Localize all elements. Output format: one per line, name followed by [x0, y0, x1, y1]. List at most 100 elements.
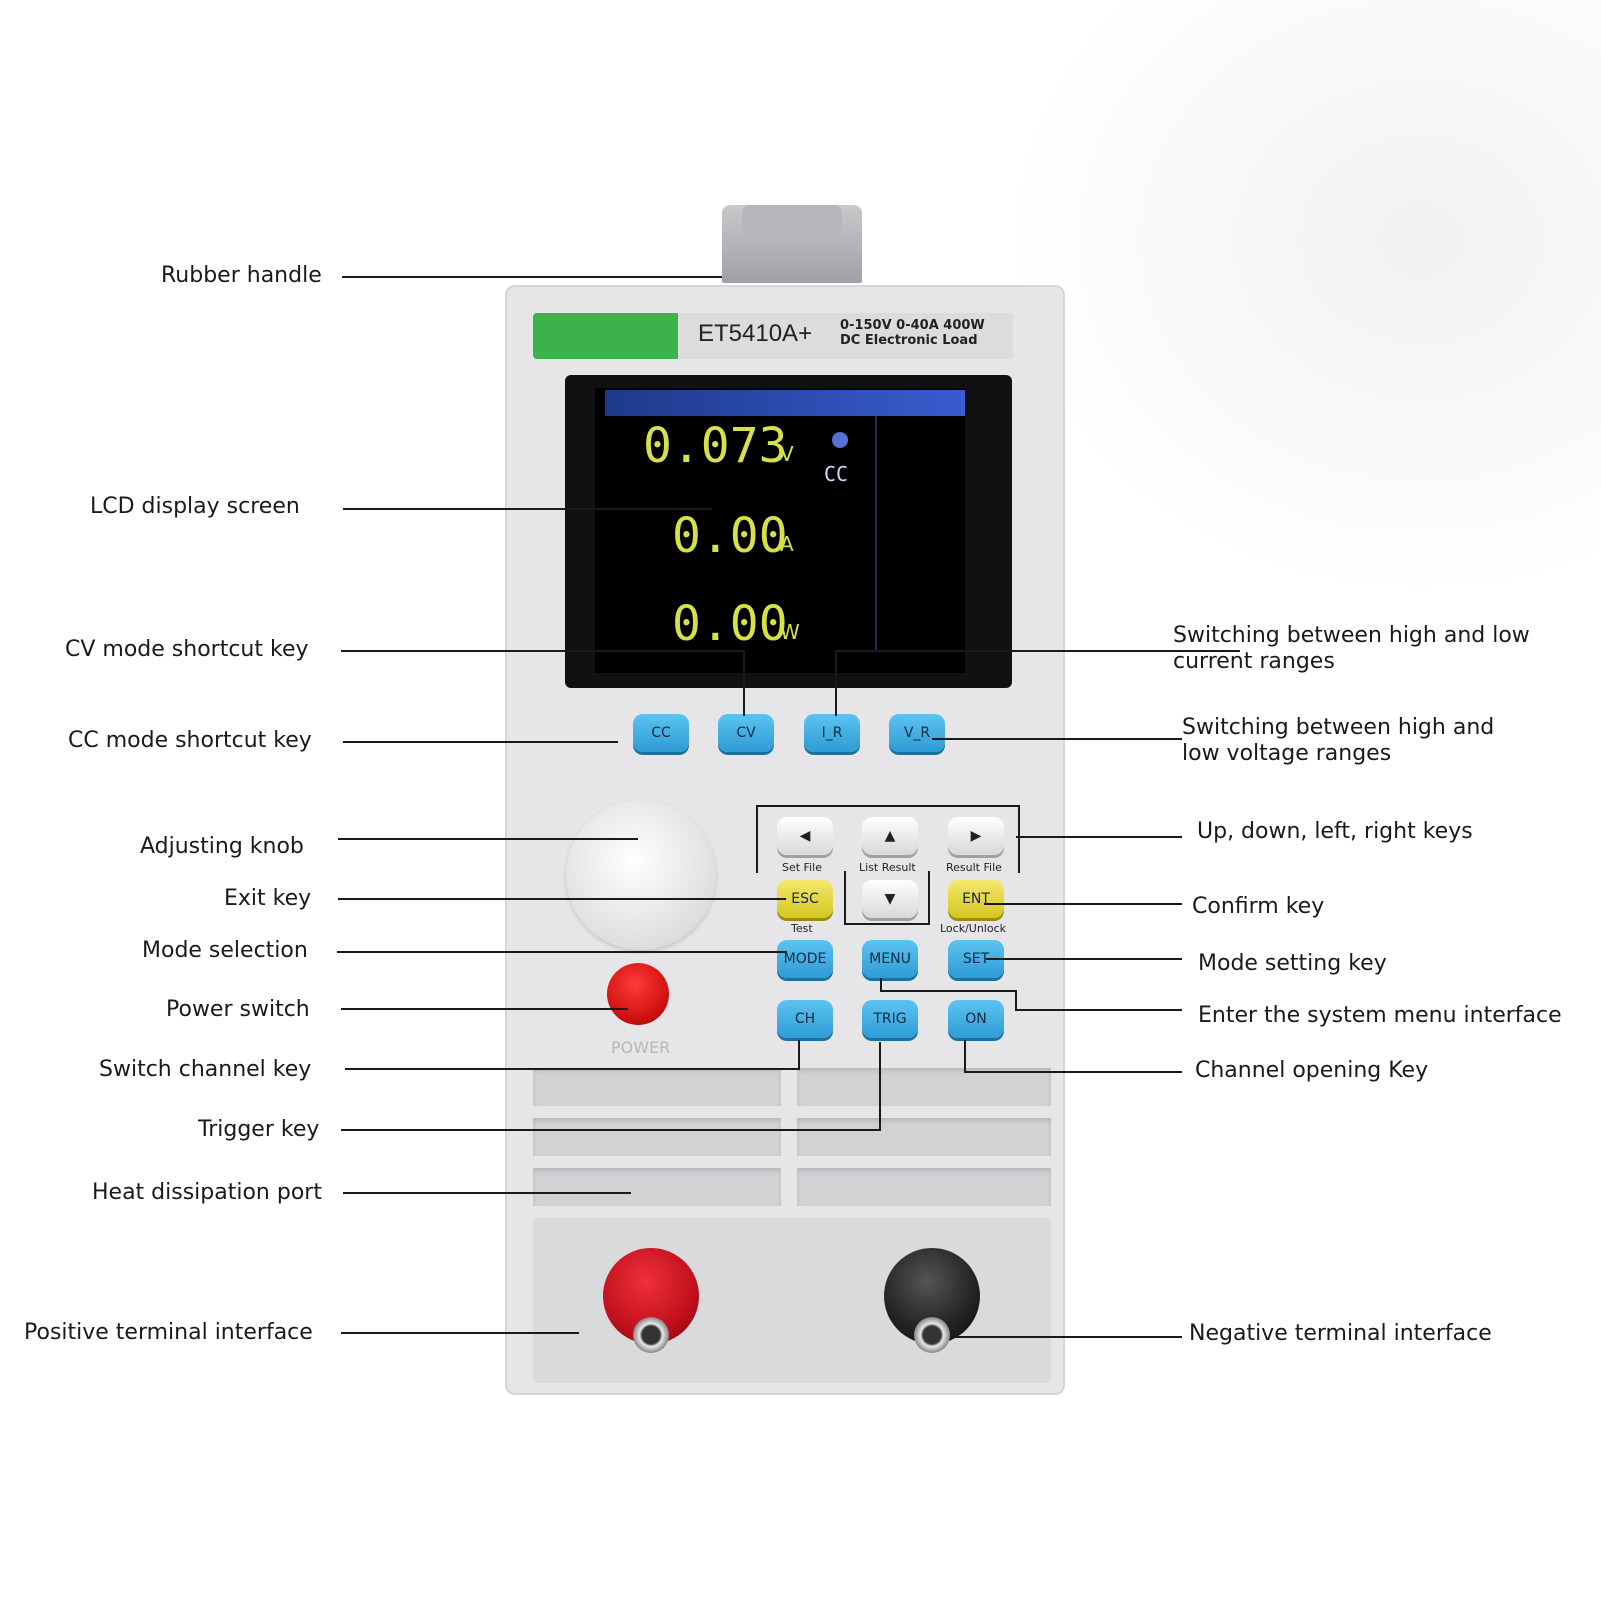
- leader-line: [345, 1068, 799, 1070]
- current-unit: A: [780, 532, 794, 556]
- voltage-reading: 0.073: [643, 418, 788, 474]
- label-heat-port: Heat dissipation port: [92, 1180, 322, 1205]
- label-negative-terminal: Negative terminal interface: [1189, 1321, 1492, 1346]
- leader-line: [343, 508, 712, 510]
- leader-line: [342, 276, 722, 278]
- label-arrow-keys: Up, down, left, right keys: [1197, 819, 1473, 844]
- ent-button[interactable]: ENT: [948, 880, 1004, 918]
- spec-text: 0-150V 0-40A 400W DC Electronic Load: [840, 318, 985, 348]
- vent-slot: [533, 1168, 781, 1206]
- down-arrow-button[interactable]: ▼: [862, 880, 918, 918]
- label-mode-selection: Mode selection: [142, 938, 308, 963]
- label-channel-opening: Channel opening Key: [1195, 1058, 1429, 1083]
- spec-line-2: DC Electronic Load: [840, 333, 978, 348]
- vent-slot: [797, 1068, 1051, 1106]
- current-reading: 0.00: [672, 508, 788, 564]
- caption-test: Test: [791, 922, 813, 935]
- leader-line: [955, 1336, 1182, 1338]
- label-system-menu: Enter the system menu interface: [1198, 1003, 1562, 1028]
- label-adjusting-knob: Adjusting knob: [140, 834, 304, 859]
- lcd-title-bar: [605, 390, 965, 416]
- leader-line: [880, 978, 882, 992]
- caption-list-result: List Result: [859, 861, 916, 874]
- leader-line: [986, 958, 1182, 960]
- leader-line: [984, 903, 1182, 905]
- label-confirm-key: Confirm key: [1192, 894, 1325, 919]
- on-button[interactable]: ON: [948, 1000, 1004, 1038]
- label-cc-key: CC mode shortcut key: [68, 728, 312, 753]
- label-rubber-handle: Rubber handle: [161, 263, 322, 288]
- leader-line: [1016, 836, 1182, 838]
- mode-button[interactable]: MODE: [777, 940, 833, 978]
- power-label: POWER: [611, 1038, 671, 1057]
- label-current-ranges-line1: Switching between high and low: [1173, 623, 1530, 648]
- leader-line: [964, 1071, 1182, 1073]
- label-voltage-ranges: Switching between high and low voltage r…: [1182, 715, 1494, 767]
- vent-slot: [533, 1068, 781, 1106]
- caption-lock-unlock: Lock/Unlock: [940, 922, 1007, 935]
- label-current-ranges: Switching between high and low current r…: [1173, 623, 1530, 675]
- power-switch-button[interactable]: [607, 963, 669, 1025]
- arrow-keys-bracket: [756, 805, 1020, 873]
- up-arrow-button[interactable]: ▲: [862, 817, 918, 855]
- v-r-button[interactable]: V_R: [889, 714, 945, 752]
- leader-line: [338, 838, 638, 840]
- label-trigger-key: Trigger key: [198, 1117, 320, 1142]
- down-key-bracket: [844, 871, 930, 925]
- leader-line: [343, 741, 618, 743]
- leader-line: [880, 990, 1015, 992]
- label-exit-key: Exit key: [224, 886, 312, 911]
- label-voltage-ranges-line2: low voltage ranges: [1182, 741, 1392, 766]
- leader-line: [343, 1192, 631, 1194]
- leader-line: [337, 951, 787, 953]
- leader-line: [341, 1008, 628, 1010]
- label-positive-terminal: Positive terminal interface: [24, 1320, 313, 1345]
- leader-line: [798, 1040, 800, 1070]
- cc-button[interactable]: CC: [633, 714, 689, 752]
- caption-set-file: Set File: [782, 861, 822, 874]
- handle-grip: [742, 205, 842, 235]
- set-button[interactable]: SET: [948, 940, 1004, 978]
- trig-button[interactable]: TRIG: [862, 1000, 918, 1038]
- adjusting-knob[interactable]: [566, 800, 716, 950]
- label-switch-channel: Switch channel key: [99, 1057, 312, 1082]
- leader-line: [341, 1332, 579, 1334]
- leader-line: [835, 650, 1240, 652]
- leader-line: [879, 1042, 881, 1131]
- leader-line: [964, 1040, 966, 1072]
- vent-slot: [797, 1168, 1051, 1206]
- esc-button[interactable]: ESC: [777, 880, 833, 918]
- voltage-unit: V: [780, 442, 794, 466]
- leader-line: [338, 898, 786, 900]
- label-cv-key: CV mode shortcut key: [65, 637, 309, 662]
- i-r-button[interactable]: I_R: [804, 714, 860, 752]
- right-arrow-button[interactable]: ▶: [948, 817, 1004, 855]
- leader-line: [743, 650, 745, 716]
- menu-button[interactable]: MENU: [862, 940, 918, 978]
- label-mode-setting: Mode setting key: [1198, 951, 1387, 976]
- leader-line: [1015, 1009, 1182, 1011]
- leader-line: [932, 738, 1182, 740]
- leader-line: [341, 1129, 881, 1131]
- label-power-switch: Power switch: [166, 997, 310, 1022]
- leader-line: [341, 650, 745, 652]
- ch-button[interactable]: CH: [777, 1000, 833, 1038]
- negative-terminal-hole: [914, 1317, 950, 1353]
- lcd-mode-indicator: CC: [824, 462, 849, 486]
- cv-button[interactable]: CV: [718, 714, 774, 752]
- lcd-divider: [875, 416, 877, 652]
- label-current-ranges-line2: current ranges: [1173, 649, 1335, 674]
- lcd-display-screen: [595, 388, 965, 673]
- left-arrow-button[interactable]: ◀: [777, 817, 833, 855]
- leader-line: [835, 650, 837, 716]
- model-name: ET5410A+: [698, 320, 813, 347]
- label-lcd-screen: LCD display screen: [90, 494, 300, 519]
- caption-result-file: Result File: [946, 861, 1002, 874]
- vent-slot: [533, 1118, 781, 1156]
- vent-slot: [797, 1118, 1051, 1156]
- positive-terminal-hole: [633, 1317, 669, 1353]
- background-texture: [1001, 0, 1601, 600]
- brand-stripe: [533, 313, 678, 359]
- power-reading: 0.00: [672, 596, 788, 652]
